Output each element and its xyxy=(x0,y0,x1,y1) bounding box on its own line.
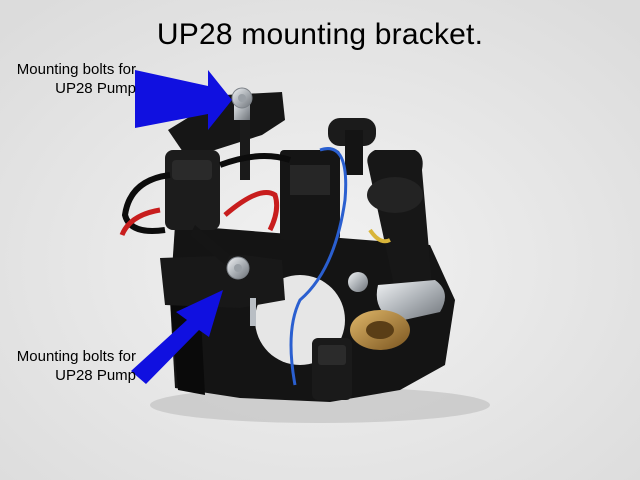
top-arm-stem xyxy=(240,110,250,180)
arrow-bottom xyxy=(131,290,223,384)
silver-fitting xyxy=(376,280,445,322)
callout-bottom-bolts: Mounting bolts for UP28 Pump xyxy=(4,347,136,385)
arrow-top xyxy=(135,70,232,130)
wire-black-2 xyxy=(218,153,291,168)
top-bolt xyxy=(231,87,253,120)
wire-blue xyxy=(289,147,348,386)
connector-left-tail xyxy=(190,225,230,265)
callout-bottom-line1: Mounting bolts for xyxy=(16,348,136,365)
wire-black-1 xyxy=(121,172,171,234)
bottom-bolt xyxy=(226,256,256,326)
callout-top-bolts: Mounting bolts for UP28 Pump xyxy=(6,60,136,98)
page-title: UP28 mounting bracket. xyxy=(156,18,484,51)
callout-top-line1: Mounting bolts for xyxy=(16,61,136,78)
top-arm xyxy=(168,92,285,155)
wire-yellow xyxy=(368,228,391,244)
fitting-nut xyxy=(348,272,368,292)
callout-top-line2: UP28 Pump xyxy=(55,80,136,97)
lower-tab xyxy=(160,255,285,308)
callout-bottom-line2: UP28 Pump xyxy=(55,367,136,384)
wire-red-2 xyxy=(223,190,280,232)
wire-red xyxy=(119,207,161,237)
